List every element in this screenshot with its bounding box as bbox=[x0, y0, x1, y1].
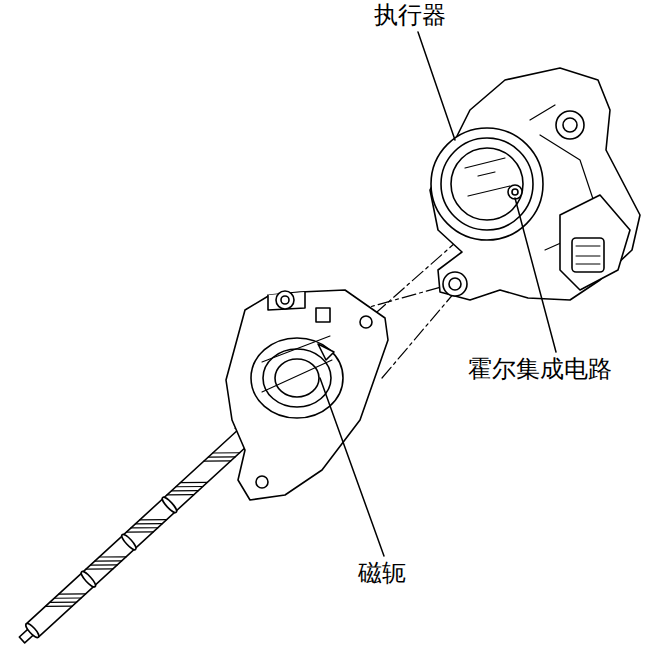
part-label: 霍尔集成电路 bbox=[466, 356, 614, 384]
actuator-housing bbox=[430, 68, 640, 300]
part-label: 磁轭 bbox=[356, 560, 408, 588]
leader-lines bbox=[320, 32, 556, 556]
part-label: 执行器 bbox=[372, 2, 448, 30]
yoke-bracket bbox=[226, 290, 388, 500]
